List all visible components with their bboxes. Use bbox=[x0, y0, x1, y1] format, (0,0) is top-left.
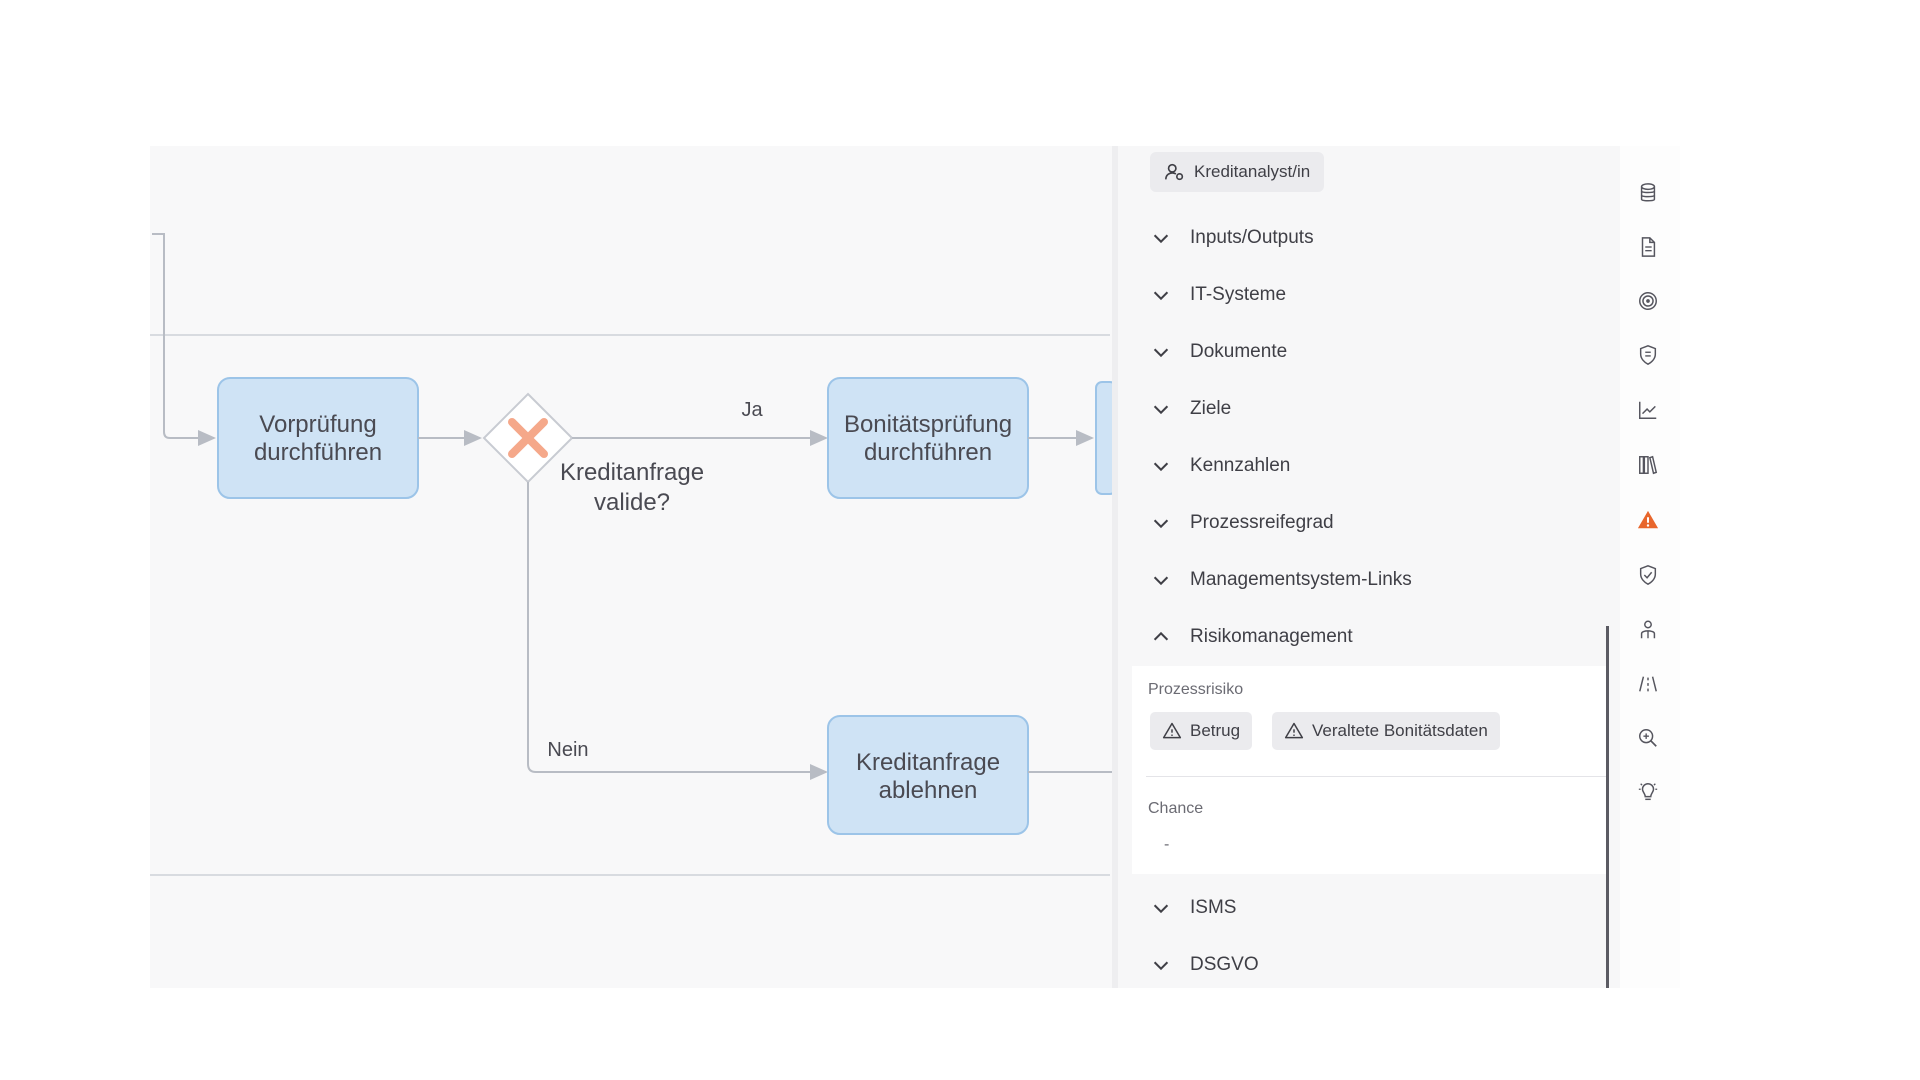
zoom-in-icon[interactable] bbox=[1634, 724, 1662, 752]
risikomanagement-content bbox=[1132, 666, 1608, 874]
task-vorpruefung[interactable]: Vorprüfung durchführen bbox=[217, 377, 419, 499]
chart-icon[interactable] bbox=[1634, 396, 1662, 424]
chevron-down-icon bbox=[1153, 904, 1169, 914]
task-ablehnen-line2: ablehnen bbox=[879, 777, 978, 804]
section-label: IT-Systeme bbox=[1190, 284, 1287, 305]
flow-nein-label: Nein bbox=[547, 739, 588, 761]
section-dokumente[interactable]: Dokumente bbox=[1150, 332, 1287, 372]
section-ziele[interactable]: Ziele bbox=[1150, 389, 1231, 429]
chevron-down-icon bbox=[1153, 234, 1169, 244]
risk-chip-label: Veraltete Bonitätsdaten bbox=[1312, 721, 1488, 740]
document-icon[interactable] bbox=[1634, 233, 1662, 261]
section-managementsystem-links[interactable]: Managementsystem-Links bbox=[1150, 560, 1412, 600]
warning-outline-icon bbox=[1284, 722, 1304, 739]
task-bonitaet-line1: Bonitätsprüfung bbox=[844, 411, 1012, 438]
chevron-up-icon bbox=[1153, 631, 1169, 641]
task-ablehnen-line1: Kreditanfrage bbox=[856, 749, 1000, 776]
chevron-down-icon bbox=[1153, 462, 1169, 472]
warning-icon[interactable] bbox=[1634, 506, 1662, 534]
section-risikomanagement[interactable]: Risikomanagement bbox=[1150, 617, 1353, 657]
task-kreditanfrage-ablehnen[interactable]: Kreditanfrage ablehnen bbox=[827, 715, 1029, 835]
chevron-down-icon bbox=[1153, 519, 1169, 529]
risk-chip-veraltete-bonitaetsdaten[interactable]: Veraltete Bonitätsdaten bbox=[1272, 712, 1500, 750]
chance-value: - bbox=[1164, 836, 1170, 853]
section-label: Dokumente bbox=[1190, 341, 1288, 362]
section-label: Risikomanagement bbox=[1190, 626, 1353, 647]
section-label: Prozessreifegrad bbox=[1190, 512, 1334, 533]
task-bonitaet-line2: durchführen bbox=[864, 439, 992, 466]
role-chip[interactable]: Kreditanalyst/in bbox=[1150, 152, 1325, 192]
library-icon[interactable] bbox=[1634, 451, 1662, 479]
task-bonitaetspruefung[interactable]: Bonitätsprüfung durchführen bbox=[827, 377, 1029, 499]
exclusive-gateway[interactable] bbox=[482, 392, 574, 484]
section-label: Kennzahlen bbox=[1190, 455, 1291, 476]
chevron-down-icon bbox=[1153, 576, 1169, 586]
section-dsgvo[interactable]: DSGVO bbox=[1150, 945, 1259, 985]
section-isms[interactable]: ISMS bbox=[1150, 888, 1236, 928]
shield-check-icon[interactable] bbox=[1634, 561, 1662, 589]
incoming-flow bbox=[152, 233, 216, 446]
shield-badge-icon[interactable] bbox=[1634, 341, 1662, 369]
gateway-label-line2: valide? bbox=[594, 489, 670, 516]
section-label: ISMS bbox=[1190, 897, 1237, 918]
chevron-down-icon bbox=[1153, 348, 1169, 358]
panel-scrollbar[interactable] bbox=[1606, 626, 1609, 988]
user-role-icon bbox=[1165, 163, 1184, 181]
process-canvas[interactable]: Vorprüfung durchführen Kreditanfrage val… bbox=[150, 146, 1118, 988]
flow-ja-label: Ja bbox=[741, 399, 763, 421]
risk-chip-betrug[interactable]: Betrug bbox=[1150, 712, 1253, 750]
task-vorpruefung-line1: Vorprüfung bbox=[259, 411, 376, 438]
panel-separator[interactable] bbox=[1112, 146, 1118, 988]
section-prozessreifegrad[interactable]: Prozessreifegrad bbox=[1150, 503, 1334, 543]
lightbulb-icon[interactable] bbox=[1634, 778, 1662, 806]
road-icon[interactable] bbox=[1634, 670, 1662, 698]
chevron-down-icon bbox=[1153, 291, 1169, 301]
role-chip-label: Kreditanalyst/in bbox=[1194, 162, 1311, 181]
flow-nein bbox=[527, 482, 828, 780]
section-inputs-outputs[interactable]: Inputs/Outputs bbox=[1150, 218, 1314, 258]
target-icon[interactable] bbox=[1634, 287, 1662, 315]
risk-divider bbox=[1146, 776, 1606, 777]
chance-label: Chance bbox=[1148, 800, 1204, 817]
gateway-label-line1: Kreditanfrage bbox=[560, 459, 704, 486]
section-label: DSGVO bbox=[1190, 954, 1259, 975]
risk-chip-label: Betrug bbox=[1190, 721, 1241, 740]
task-vorpruefung-line2: durchführen bbox=[254, 439, 382, 466]
section-it-systeme[interactable]: IT-Systeme bbox=[1150, 275, 1286, 315]
warning-outline-icon bbox=[1162, 722, 1182, 739]
section-label: Inputs/Outputs bbox=[1190, 227, 1314, 248]
chevron-down-icon bbox=[1153, 405, 1169, 415]
org-icon[interactable] bbox=[1634, 616, 1662, 644]
database-icon[interactable] bbox=[1634, 179, 1662, 207]
section-label: Ziele bbox=[1190, 398, 1232, 419]
chevron-down-icon bbox=[1153, 961, 1169, 971]
prozessrisiko-label: Prozessrisiko bbox=[1148, 681, 1244, 698]
section-label: Managementsystem-Links bbox=[1190, 569, 1412, 590]
bpmn-diagram: Vorprüfung durchführen Kreditanfrage val… bbox=[150, 233, 1117, 876]
section-kennzahlen[interactable]: Kennzahlen bbox=[1150, 446, 1290, 486]
